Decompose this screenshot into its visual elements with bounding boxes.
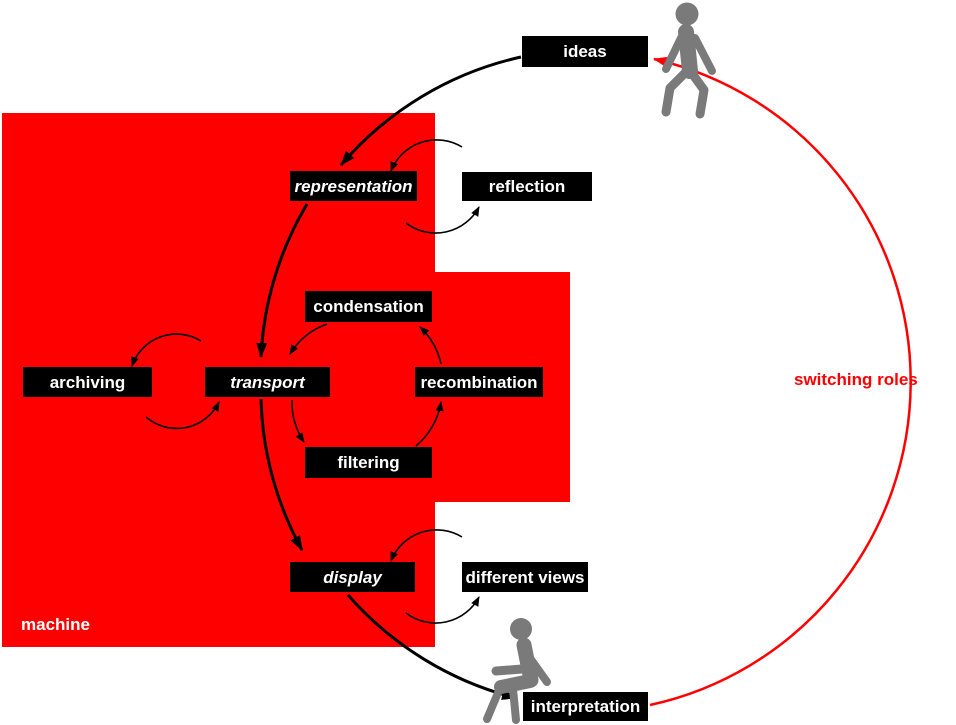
node-reflection: reflection <box>462 172 592 201</box>
machine-cycle-arc <box>256 55 522 700</box>
switching-roles-label: switching roles <box>794 370 918 389</box>
switching-roles-arc <box>649 56 912 707</box>
standing-person-icon <box>661 2 716 119</box>
node-archiving: archiving <box>23 367 152 397</box>
inner-machine-cycle <box>289 323 444 447</box>
node-display: display <box>290 562 415 592</box>
node-filtering: filtering <box>305 447 432 478</box>
node-transport: transport <box>205 367 330 397</box>
node-representation: representation <box>290 171 417 201</box>
archiving-transport-loop <box>131 333 220 430</box>
sitting-person-icon <box>483 618 551 724</box>
node-interpretation: interpretation <box>523 692 648 721</box>
node-ideas: ideas <box>522 36 648 67</box>
display-views-loop <box>390 529 480 624</box>
node-recombination: recombination <box>415 367 543 397</box>
representation-reflection-loop <box>390 139 480 234</box>
node-condensation: condensation <box>305 291 432 322</box>
machine-region-label: machine <box>21 615 90 634</box>
node-different-views: different views <box>462 562 588 592</box>
